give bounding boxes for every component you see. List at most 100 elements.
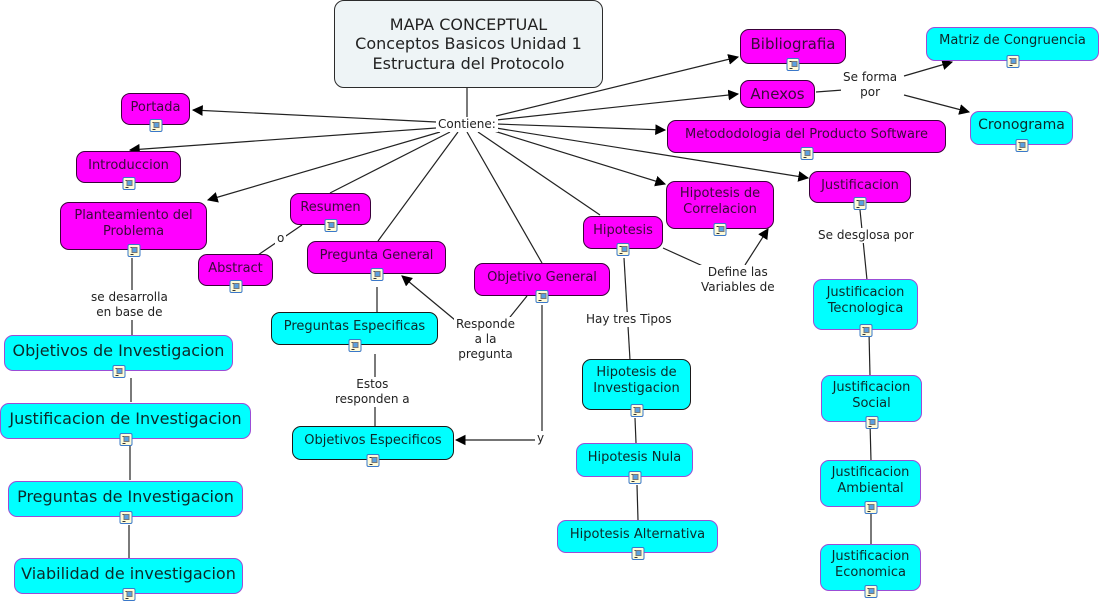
document-image-icon[interactable] (119, 433, 132, 446)
edge-line (623, 257, 631, 361)
document-image-icon[interactable] (122, 177, 135, 190)
concept-anexos[interactable]: Anexos (740, 80, 815, 108)
concept-justificacion-investigacion[interactable]: Justificacion de Investigacion (0, 403, 251, 446)
edge-contiene-pregunta (377, 131, 459, 242)
concept-label: Hipotesis de Correlacion (679, 186, 761, 217)
concept-viabilidad-investigacion[interactable]: Viabilidad de investigacion (14, 558, 243, 601)
concept-hipotesis-nula[interactable]: Hipotesis Nula (576, 443, 693, 484)
edge-contiene-anexos (495, 89, 740, 121)
concept-objetivos-especificos[interactable]: Objetivos Especificos (292, 426, 454, 467)
edge-anexos-matriz (903, 59, 954, 77)
concept-hipotesis-alternativa[interactable]: Hipotesis Alternativa (557, 520, 718, 560)
concept-label: Introduccion (88, 158, 169, 173)
concept-portada[interactable]: Portada (121, 93, 190, 132)
concept-label: Objetivos Especificos (304, 433, 442, 448)
concept-introduccion[interactable]: Introduccion (76, 151, 181, 190)
concept-label: Justificacion de Investigacion (9, 409, 242, 428)
concept-label: Cronograma (978, 117, 1065, 133)
concept-label: Abstract (208, 261, 263, 276)
concept-matriz-congruencia[interactable]: Matriz de Congruencia (926, 27, 1099, 68)
concept-hipotesis-correlacion[interactable]: Hipotesis de Correlacion (666, 181, 774, 236)
concept-preguntas-especificas[interactable]: Preguntas Especificas (271, 312, 438, 352)
document-image-icon[interactable] (859, 324, 872, 337)
link-label-o: o (275, 231, 287, 246)
edge-contiene-bibliografia (495, 54, 740, 117)
document-image-icon[interactable] (149, 119, 162, 132)
concept-objetivos-investigacion[interactable]: Objetivos de Investigacion (4, 335, 233, 378)
concept-label: Hipotesis Nula (587, 450, 682, 465)
concept-preguntas-investigacion[interactable]: Preguntas de Investigacion (8, 481, 243, 524)
link-label-hay-tres-tipos: Hay tres Tipos (584, 312, 674, 327)
document-image-icon[interactable] (853, 197, 867, 210)
concept-hipotesis-investigacion[interactable]: Hipotesis de Investigacion (582, 359, 691, 417)
concept-resumen[interactable]: Resumen (290, 193, 371, 232)
concept-label: Hipotesis de Investigacion (593, 365, 680, 396)
document-image-icon[interactable] (800, 147, 813, 160)
document-image-icon[interactable] (348, 339, 361, 352)
document-image-icon[interactable] (631, 547, 644, 560)
link-label-se-desarrolla: se desarrolla en base de (89, 290, 170, 320)
concept-bibliografia[interactable]: Bibliografia (740, 29, 846, 71)
edge-contiene-hipcorr (493, 130, 667, 187)
concept-label: Justificacion Social (832, 380, 911, 411)
document-image-icon[interactable] (616, 243, 630, 256)
document-image-icon[interactable] (229, 280, 242, 293)
document-image-icon[interactable] (628, 471, 641, 484)
document-image-icon[interactable] (370, 268, 383, 281)
concept-label: Matriz de Congruencia (939, 33, 1086, 48)
edge-line (859, 209, 868, 281)
edge-contiene-hipotesis (477, 131, 601, 216)
concept-abstract[interactable]: Abstract (198, 254, 273, 293)
concept-pregunta-general[interactable]: Pregunta General (307, 241, 446, 281)
document-image-icon[interactable] (127, 244, 140, 257)
document-image-icon[interactable] (535, 290, 549, 303)
concept-justificacion-ambiental[interactable]: Justificacion Ambiental (820, 460, 921, 514)
document-image-icon[interactable] (122, 588, 135, 601)
concept-label: Objetivos de Investigacion (12, 341, 225, 360)
document-image-icon[interactable] (324, 219, 337, 232)
edge-line (815, 89, 844, 93)
link-label-y: y (535, 431, 547, 446)
root-concept[interactable]: MAPA CONCEPTUAL Conceptos Basicos Unidad… (334, 0, 603, 88)
link-label-define-variables: Define las Variables de (699, 265, 777, 295)
concept-objetivo-general[interactable]: Objetivo General (474, 263, 610, 303)
concept-justificacion[interactable]: Justificacion (809, 171, 911, 210)
document-image-icon[interactable] (366, 454, 380, 467)
concept-label: Pregunta General (319, 248, 434, 263)
concept-cronograma[interactable]: Cronograma (970, 111, 1073, 152)
concept-justificacion-economica[interactable]: Justificacion Economica (820, 544, 921, 598)
document-image-icon[interactable] (112, 365, 125, 378)
root-title: MAPA CONCEPTUAL Conceptos Basicos Unidad… (355, 14, 582, 73)
concept-planteamiento[interactable]: Planteamiento del Problema (60, 202, 207, 257)
document-image-icon[interactable] (865, 416, 878, 429)
document-image-icon[interactable] (864, 585, 877, 598)
document-image-icon[interactable] (1015, 139, 1028, 152)
edge-line (634, 417, 637, 444)
concept-label: Hipotesis (593, 223, 653, 238)
document-image-icon[interactable] (1006, 55, 1019, 68)
edge-anexos-cronograma (903, 94, 971, 115)
document-image-icon[interactable] (119, 511, 132, 524)
document-image-icon[interactable] (864, 501, 877, 514)
edge-contiene-resumen (329, 131, 451, 194)
edge-hipotesis-correlacion (744, 228, 769, 266)
concept-label: Justificacion Ambiental (831, 465, 910, 496)
concept-hipotesis[interactable]: Hipotesis (583, 216, 663, 256)
document-image-icon[interactable] (713, 223, 727, 236)
edge-line (662, 247, 706, 268)
concept-label: Objetivo General (487, 270, 597, 285)
concept-justificacion-social[interactable]: Justificacion Social (821, 375, 922, 429)
edge-line (636, 484, 639, 521)
concept-label: Resumen (300, 200, 361, 215)
concept-label: Bibliografia (750, 35, 836, 53)
concept-label: Planteamiento del Problema (74, 208, 193, 239)
concept-label: Preguntas de Investigacion (17, 487, 234, 506)
document-image-icon[interactable] (786, 58, 800, 71)
concept-metodologia[interactable]: Metododologia del Producto Software (667, 120, 946, 160)
document-image-icon[interactable] (630, 404, 643, 417)
concept-label: Justificacion (821, 178, 899, 193)
concept-justificacion-tecnologica[interactable]: Justificacion Tecnologica (813, 279, 918, 337)
edge-contiene-metodologia (495, 123, 667, 136)
edge-contiene-introduccion (128, 127, 437, 155)
concept-label: Metododologia del Producto Software (685, 127, 928, 142)
